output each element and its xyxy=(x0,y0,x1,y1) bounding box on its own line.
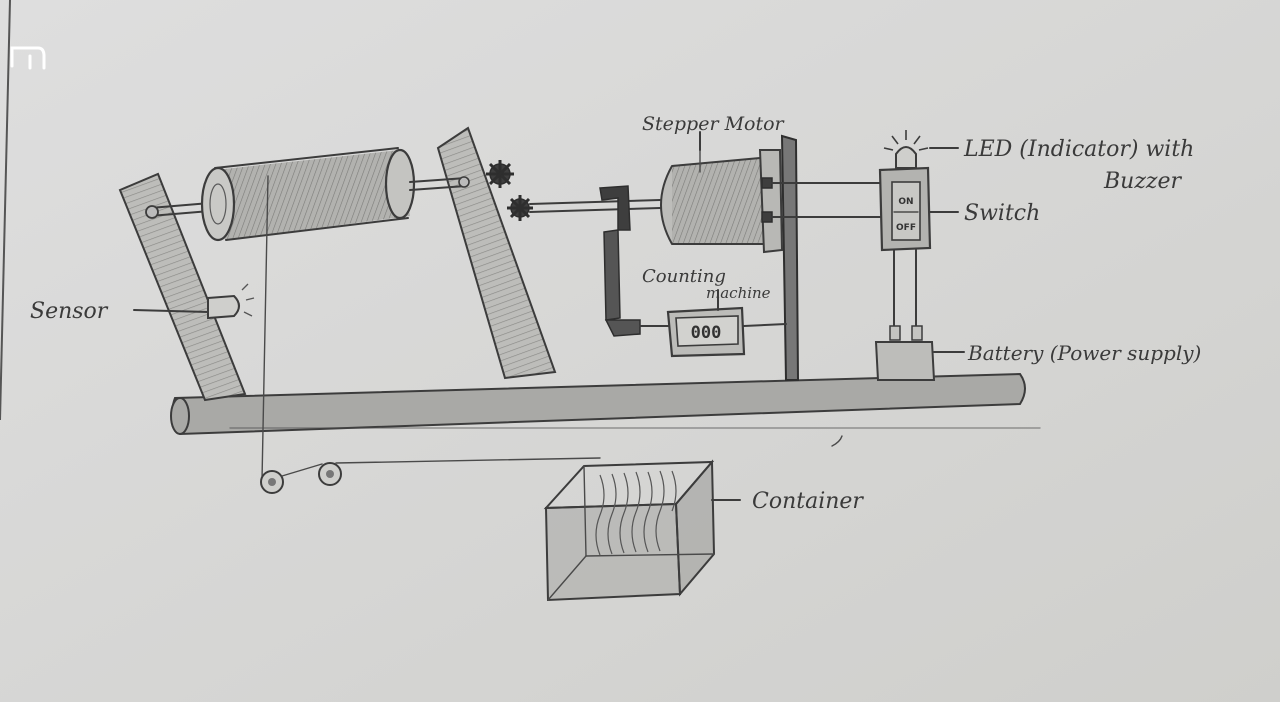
mounting-plate xyxy=(782,136,798,380)
label-container: Container xyxy=(752,489,864,514)
label-stepper-motor: Stepper Motor xyxy=(642,113,786,135)
switch-on-label: ON xyxy=(898,197,913,207)
switch-off-label: OFF xyxy=(896,223,916,233)
counter-display: 000 xyxy=(691,323,722,343)
switch-box: ON OFF xyxy=(880,168,930,250)
battery-icon xyxy=(876,342,934,380)
gear-upper-icon xyxy=(486,160,514,188)
label-led-line2: Buzzer xyxy=(1103,169,1183,194)
label-counting-line2: machine xyxy=(706,284,771,302)
label-battery: Battery (Power supply) xyxy=(967,341,1201,365)
label-switch: Switch xyxy=(964,201,1040,226)
label-led-line1: LED (Indicator) with xyxy=(963,137,1194,162)
stepper-motor xyxy=(661,150,782,252)
label-sensor: Sensor xyxy=(30,299,109,324)
